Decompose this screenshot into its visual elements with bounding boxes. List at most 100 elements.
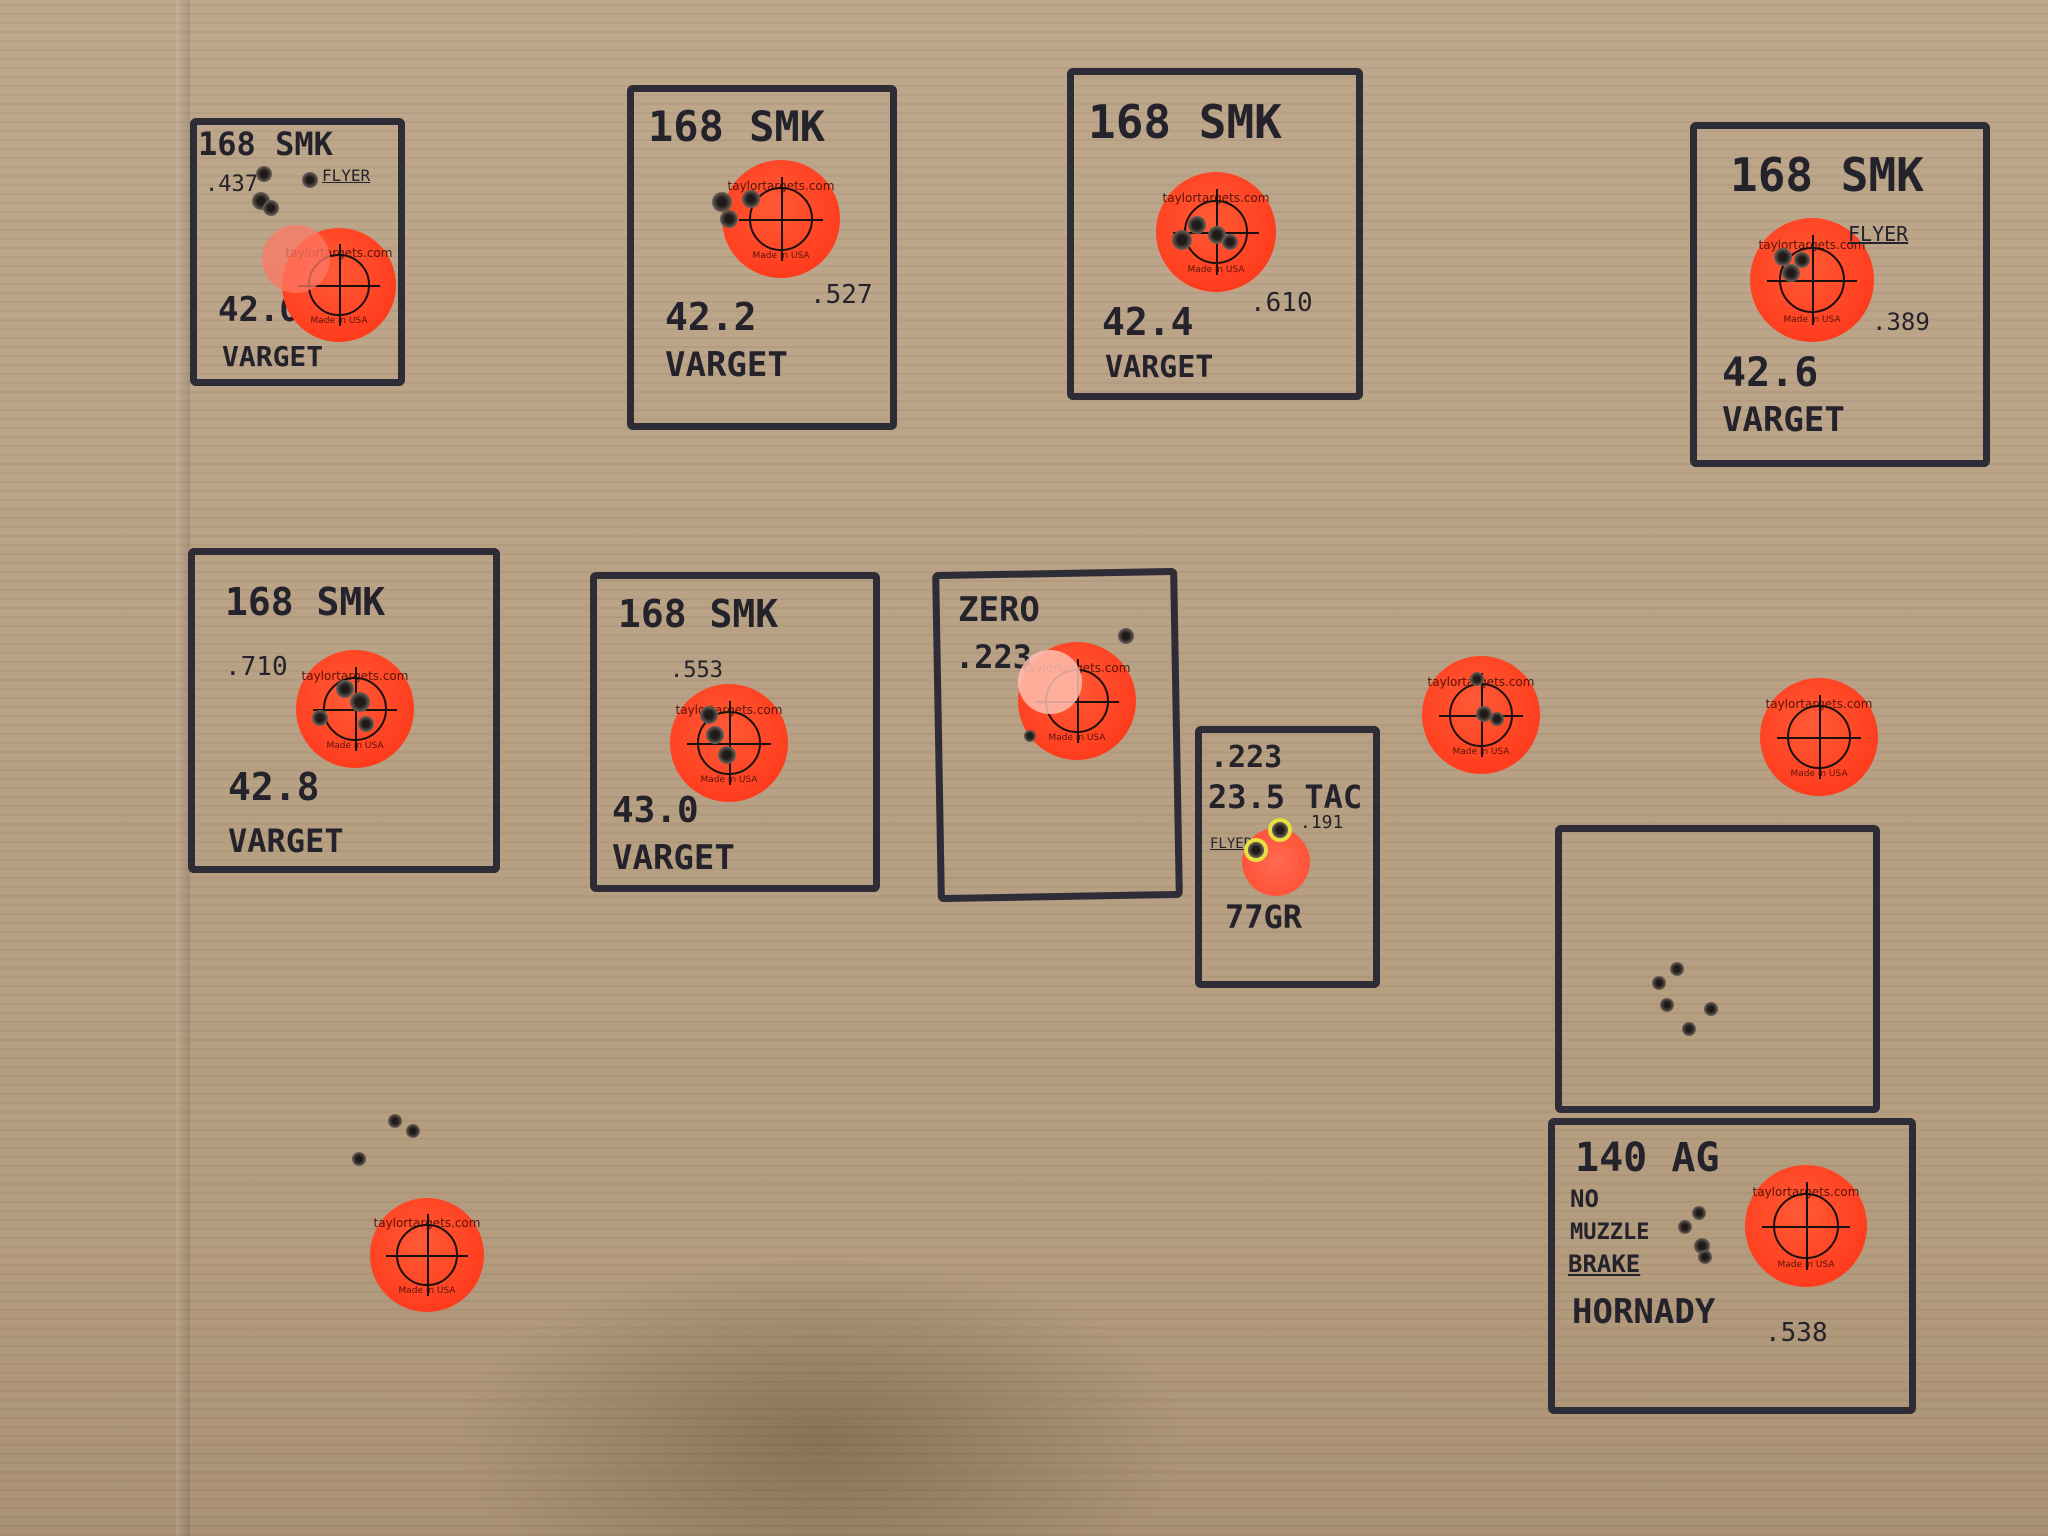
target-8-group-size: .191 bbox=[1300, 812, 1344, 833]
sticker-brand: taylortargets.com bbox=[1745, 1185, 1867, 1199]
target-6-charge: 43.0 bbox=[612, 790, 699, 831]
sticker-made-in: Made in USA bbox=[1452, 747, 1510, 758]
target-sticker-11: taylortargets.com Made in USA bbox=[370, 1198, 484, 1312]
bullet-hole bbox=[352, 1152, 366, 1166]
target-9-line-brake: BRAKE bbox=[1568, 1250, 1641, 1278]
bullet-hole bbox=[350, 692, 370, 712]
bullet-hole bbox=[1208, 226, 1226, 244]
target-1-group-size: .437 bbox=[205, 172, 258, 197]
bullet-hole bbox=[256, 166, 272, 182]
sticker-made-in: Made in USA bbox=[1790, 769, 1848, 780]
target-3-title: 168 SMK bbox=[1088, 95, 1282, 149]
sticker-made-in: Made in USA bbox=[398, 1286, 456, 1297]
bullet-hole bbox=[718, 746, 736, 764]
target-box-1 bbox=[190, 118, 405, 386]
bullet-hole bbox=[1024, 730, 1036, 742]
target-9-line-no: NO bbox=[1570, 1185, 1599, 1213]
target-3-charge: 42.4 bbox=[1102, 300, 1194, 344]
bullet-hole bbox=[1172, 230, 1192, 250]
target-8-bullet: 77GR bbox=[1225, 898, 1303, 936]
bullet-hole bbox=[1476, 706, 1492, 722]
bullet-hole bbox=[1652, 976, 1666, 990]
bullet-hole bbox=[1692, 1206, 1706, 1220]
target-box-3 bbox=[1067, 68, 1363, 400]
target-5-powder: VARGET bbox=[228, 822, 344, 860]
bullet-hole bbox=[700, 706, 718, 724]
sticker-made-in: Made in USA bbox=[700, 775, 758, 786]
sticker-brand: taylortargets.com bbox=[370, 1216, 484, 1230]
target-sticker-6: taylortargets.com Made in USA bbox=[670, 684, 788, 802]
sticker-brand: taylortargets.com bbox=[1156, 191, 1276, 205]
bullet-hole bbox=[720, 210, 738, 228]
bullet-hole bbox=[1682, 1022, 1696, 1036]
bullet-hole bbox=[1698, 1250, 1712, 1264]
zero-cover-patch bbox=[1018, 650, 1082, 714]
target-3-group-size: .610 bbox=[1250, 288, 1313, 318]
target-4-charge: 42.6 bbox=[1722, 350, 1819, 396]
target-2-powder: VARGET bbox=[665, 345, 788, 385]
target-sticker-8 bbox=[1242, 828, 1310, 896]
target-4-title: 168 SMK bbox=[1730, 148, 1924, 202]
bullet-hole bbox=[388, 1114, 402, 1128]
target-5-charge: 42.8 bbox=[228, 765, 320, 809]
sticker-made-in: Made in USA bbox=[1187, 265, 1245, 276]
target-1-flyer-note: FLYER bbox=[322, 166, 371, 185]
target-sticker-2: taylortargets.com Made in USA bbox=[722, 160, 840, 278]
zero-title: ZERO bbox=[958, 590, 1040, 630]
sticker-brand: taylortargets.com bbox=[1760, 697, 1878, 711]
sticker-made-in: Made in USA bbox=[310, 316, 368, 327]
bullet-hole bbox=[336, 680, 354, 698]
target-9-title: 140 AG bbox=[1575, 1135, 1720, 1181]
target-box-8 bbox=[1195, 726, 1380, 988]
target-6-powder: VARGET bbox=[612, 838, 735, 878]
target-2-group-size: .527 bbox=[810, 280, 873, 310]
bullet-hole bbox=[1188, 216, 1206, 234]
bullet-hole bbox=[1248, 842, 1264, 858]
target-5-group-size: .710 bbox=[225, 652, 288, 682]
bullet-hole bbox=[1470, 672, 1484, 686]
bullet-hole bbox=[742, 190, 760, 208]
target-1-powder: VARGET bbox=[222, 340, 324, 373]
sticker-made-in: Made in USA bbox=[1783, 314, 1841, 325]
bullet-hole bbox=[1774, 248, 1792, 266]
bullet-hole bbox=[1272, 822, 1288, 838]
sticker-made-in: Made in USA bbox=[1048, 733, 1106, 744]
bullet-hole bbox=[1678, 1220, 1692, 1234]
target-9-group-size: .538 bbox=[1765, 1318, 1828, 1348]
target-6-group-size: .553 bbox=[670, 658, 723, 683]
target-4-powder: VARGET bbox=[1722, 400, 1845, 440]
target-1-title: 168 SMK bbox=[198, 125, 333, 163]
sticker-made-in: Made in USA bbox=[752, 251, 810, 262]
target-1-cover-patch bbox=[262, 225, 330, 293]
bullet-hole bbox=[1222, 234, 1238, 250]
target-sticker-12: taylortargets.com Made in USA bbox=[1745, 1165, 1867, 1287]
target-9-brand: HORNADY bbox=[1572, 1292, 1716, 1332]
sticker-made-in: Made in USA bbox=[326, 741, 384, 752]
target-2-charge: 42.2 bbox=[665, 295, 757, 339]
target-4-flyer-note: FLYER bbox=[1848, 222, 1909, 246]
bullet-hole bbox=[1660, 998, 1674, 1012]
target-box-6 bbox=[590, 572, 880, 892]
bullet-hole bbox=[263, 200, 279, 216]
cardboard-fold-line bbox=[176, 0, 190, 1536]
target-6-title: 168 SMK bbox=[618, 592, 779, 636]
bullet-hole bbox=[1704, 1002, 1718, 1016]
target-2-title: 168 SMK bbox=[648, 102, 826, 151]
bullet-hole bbox=[302, 172, 318, 188]
target-box-9 bbox=[1548, 1118, 1916, 1414]
target-5-title: 168 SMK bbox=[225, 580, 386, 624]
bullet-hole bbox=[1794, 252, 1810, 268]
bullet-hole bbox=[1670, 962, 1684, 976]
bullet-hole bbox=[712, 192, 732, 212]
bullet-hole bbox=[1490, 712, 1504, 726]
target-4-group-size: .389 bbox=[1872, 308, 1930, 336]
bullet-hole bbox=[358, 716, 374, 732]
sticker-made-in: Made in USA bbox=[1777, 1259, 1835, 1270]
sticker-brand: taylortargets.com bbox=[296, 669, 414, 683]
target-8-caliber: .223 bbox=[1210, 740, 1283, 775]
target-box-4 bbox=[1690, 122, 1990, 467]
target-8-flyer-note: FLYER bbox=[1210, 836, 1253, 852]
target-9-line-muzzle: MUZZLE bbox=[1570, 1220, 1650, 1245]
target-box-5 bbox=[188, 548, 500, 873]
target-3-powder: VARGET bbox=[1105, 350, 1214, 385]
